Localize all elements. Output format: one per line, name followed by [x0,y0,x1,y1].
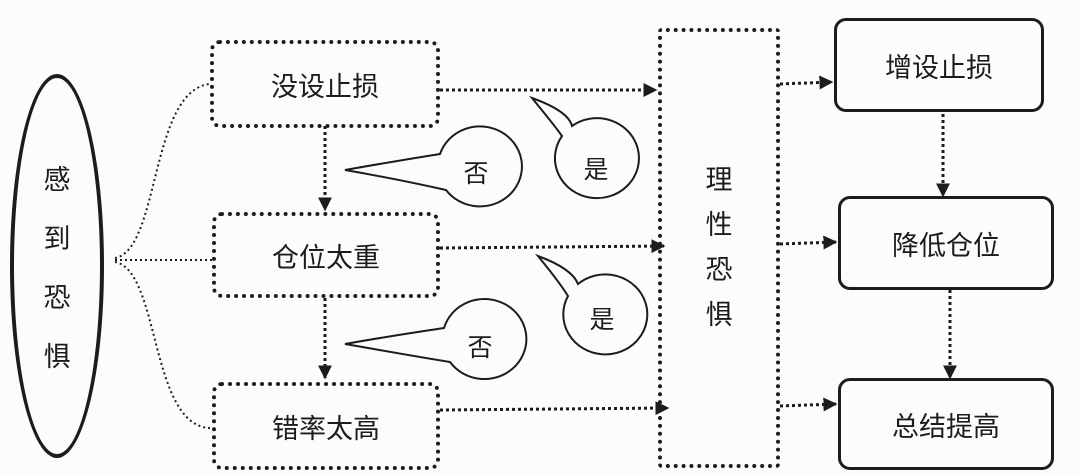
reduce-position-label: 降低仓位 [892,230,1000,262]
bubble-yes-1: 是 [583,155,609,184]
rational-fear-char-1: 理 [705,165,733,196]
error-rate-high-label: 错率太高 [272,413,380,445]
bubble-no-2: 否 [467,333,493,362]
branch-to-no-stop-loss [114,83,211,259]
position-heavy-label: 仓位太重 [272,242,380,274]
bubble-yes-2-shape [534,253,649,356]
bubble-no-2-shape [344,298,528,380]
rational-fear-char-2: 性 [705,210,733,241]
rational-fear-node: 理 性 恐 惧 [658,28,780,468]
position-heavy-node: 仓位太重 [212,212,440,298]
rational-fear-char-3: 恐 [705,255,733,286]
bubble-no-1-shape [344,125,523,208]
feel-fear-node: 感 到 恐 惧 [10,74,104,458]
arrow-error-to-rational [439,401,670,416]
add-stop-loss-node: 增设止损 [834,18,1044,112]
bubble-no-1: 否 [463,159,489,188]
arrow-rational-to-add-stop-loss [779,75,834,90]
bubble-yes-2: 是 [589,305,615,334]
summarize-improve-label: 总结提高 [892,411,1000,443]
arrow-position-to-rational [439,239,666,254]
add-stop-loss-label: 增设止损 [885,52,993,84]
no-stop-loss-label: 没设止损 [271,71,379,103]
no-stop-loss-node: 没设止损 [210,40,440,128]
rational-fear-char-4: 惧 [705,300,733,331]
reduce-position-node: 降低仓位 [838,196,1054,290]
feel-fear-char-3: 恐 [43,283,71,314]
branch-to-error-rate [114,261,211,429]
summarize-improve-node: 总结提高 [838,378,1054,470]
arrow-rational-to-summarize [779,397,838,412]
bubble-yes-1-shape [529,95,640,200]
feel-fear-char-2: 到 [43,224,71,255]
feel-fear-char-4: 惧 [43,342,71,373]
feel-fear-char-1: 感 [43,165,71,196]
arrow-rational-to-reduce-position [779,235,838,250]
error-rate-high-node: 错率太高 [212,382,440,470]
